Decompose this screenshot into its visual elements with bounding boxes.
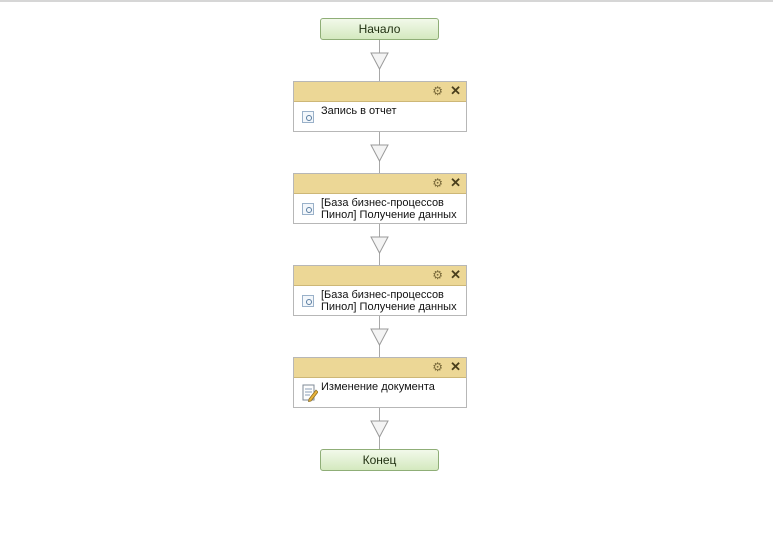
settings-gear-icon[interactable]: ⚙ [432,176,443,190]
activity-header: ⚙ ✕ [294,174,466,194]
activity-label: Изменение документа [321,381,435,393]
activity-header: ⚙ ✕ [294,358,466,378]
connector-arrow [370,40,390,81]
activity-block[interactable]: ⚙ ✕ [База бизнес-процессов Пинол] Получе… [293,173,467,224]
start-node[interactable]: Начало [320,18,439,40]
activity-block[interactable]: ⚙ ✕ Запись в отчет [293,81,467,132]
settings-gear-icon[interactable]: ⚙ [432,268,443,282]
activity-icon [302,111,314,123]
top-border [0,0,773,2]
document-edit-icon [302,384,318,402]
settings-gear-icon[interactable]: ⚙ [432,360,443,374]
activity-header: ⚙ ✕ [294,82,466,102]
end-node[interactable]: Конец [320,449,439,471]
close-icon[interactable]: ✕ [450,175,461,190]
activity-icon [302,295,314,307]
connector-arrow [370,316,390,357]
close-icon[interactable]: ✕ [450,267,461,282]
activity-label: [База бизнес-процессов Пинол] Получение … [321,289,457,313]
start-node-label: Начало [358,22,401,36]
connector-arrow [370,224,390,265]
end-node-label: Конец [362,453,397,467]
activity-icon [302,203,314,215]
close-icon[interactable]: ✕ [450,83,461,98]
connector-arrow [370,408,390,449]
activity-header: ⚙ ✕ [294,266,466,286]
activity-label: [База бизнес-процессов Пинол] Получение … [321,197,457,221]
activity-label: Запись в отчет [321,105,397,117]
connector-arrow [370,132,390,173]
close-icon[interactable]: ✕ [450,359,461,374]
settings-gear-icon[interactable]: ⚙ [432,84,443,98]
activity-block[interactable]: ⚙ ✕ Изменение документа [293,357,467,408]
activity-block[interactable]: ⚙ ✕ [База бизнес-процессов Пинол] Получе… [293,265,467,316]
